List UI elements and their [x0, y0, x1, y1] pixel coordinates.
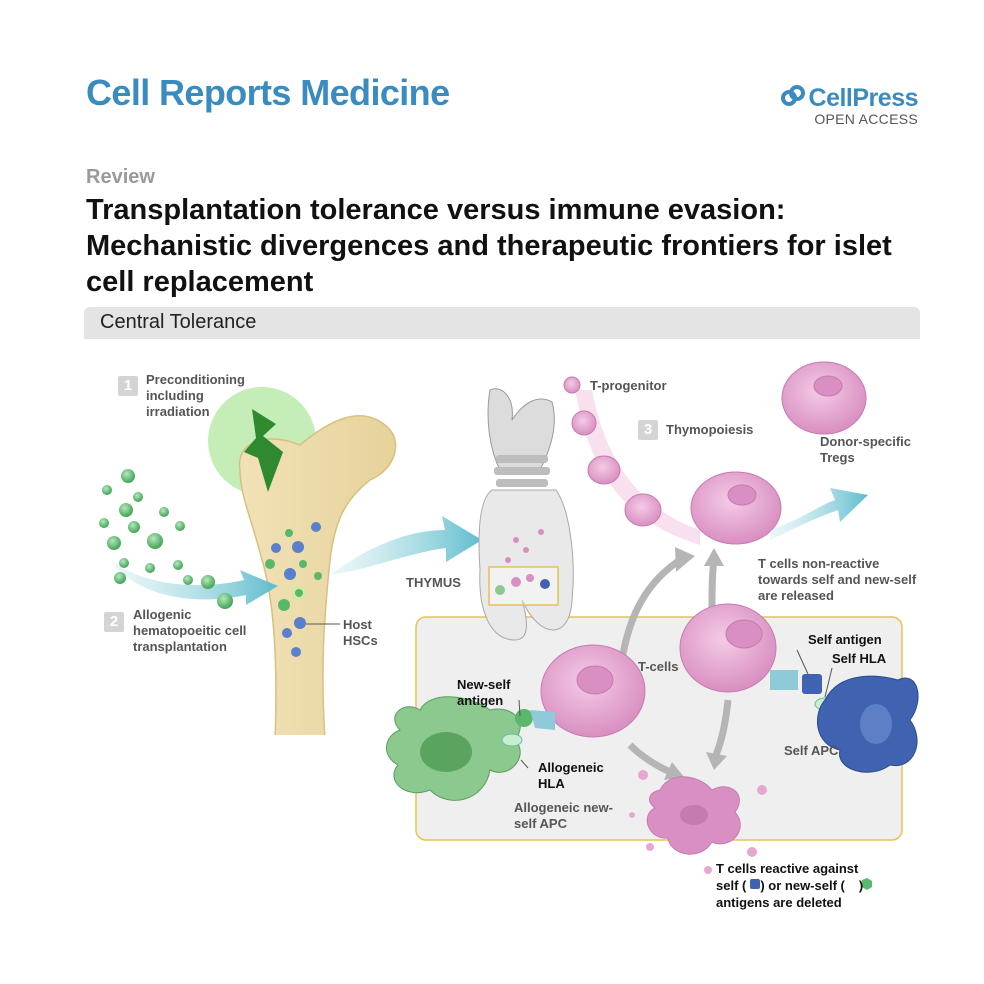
- t-cell-right: [679, 603, 777, 693]
- t-cell-left: [540, 644, 646, 738]
- t-progenitor-cells: [563, 376, 662, 527]
- journal-title: Cell Reports Medicine: [86, 72, 450, 113]
- host-hscs-label: Host HSCs: [343, 617, 378, 648]
- thymocyte-cell: [690, 471, 782, 545]
- panel-title: Central Tolerance: [100, 311, 257, 333]
- infusion-arrow: [110, 560, 278, 605]
- self-apc-label: Self APC: [784, 743, 839, 758]
- donor-hscs: [99, 469, 233, 609]
- deleted-label-line3: antigens are deleted: [716, 895, 842, 910]
- new-self-antigen-complex: [501, 709, 555, 747]
- grey-arrow-4: [712, 699, 732, 757]
- released-label: T cells non-reactive towards self and ne…: [758, 556, 917, 603]
- publisher-block: CellPress OPEN ACCESS: [780, 84, 919, 127]
- deleted-label-2c: ): [858, 878, 864, 893]
- thymus-label: THYMUS: [406, 575, 461, 590]
- article-title: Transplantation tolerance versus immune …: [86, 194, 892, 298]
- step-1-label: Preconditioning including irradiation: [146, 372, 245, 419]
- new-self-antigen-icon: [862, 878, 872, 890]
- grey-arrow-1: [618, 557, 682, 661]
- deleted-label-2a: self (: [716, 878, 747, 893]
- deleted-label-line1: T cells reactive against: [716, 861, 859, 876]
- deleted-label-2b: ) or new-self (: [760, 878, 845, 893]
- article-section: Review: [86, 166, 155, 188]
- apoptotic-t-cell: [629, 770, 767, 874]
- allogeneic-apc-label: Allogeneic new-self APC: [514, 800, 613, 831]
- new-self-antigen-label: New-self antigen: [457, 677, 511, 708]
- allogeneic-hla-label: Allogeneic HLA: [538, 760, 604, 791]
- donor-treg-cell: [781, 361, 867, 435]
- step-2-badge: 2: [104, 612, 124, 632]
- cellpress-logo-icon: [780, 84, 805, 113]
- publisher-name: CellPress: [808, 84, 919, 112]
- open-access-label: OPEN ACCESS: [814, 111, 918, 127]
- step-2-label: Allogenic hematopoeitic cell transplanta…: [133, 607, 247, 654]
- grey-arrow-3: [627, 742, 672, 776]
- thymus-organ: [478, 388, 574, 641]
- step-3-badge: 3: [638, 420, 658, 440]
- self-hla-label: Self HLA: [832, 651, 887, 666]
- grey-arrow-2: [708, 559, 718, 611]
- t-progenitor-label: T-progenitor: [590, 378, 667, 393]
- step-3-label: Thymopoiesis: [666, 422, 754, 437]
- panel-header: Central Tolerance: [84, 307, 920, 339]
- bone-to-thymus-arrow: [330, 516, 482, 575]
- t-cells-label: T-cells: [638, 659, 679, 674]
- self-antigen-icon: [750, 879, 760, 889]
- step-1-badge: 1: [118, 376, 138, 396]
- host-hscs: [265, 522, 322, 657]
- deleted-label-line2: self ( ) or new-self (): [716, 878, 863, 894]
- self-antigen-label: Self antigen: [808, 632, 882, 647]
- release-arrow: [770, 488, 868, 540]
- lightning-bolt-icon: [244, 409, 283, 492]
- donor-tregs-label: Donor-specific Tregs: [820, 434, 912, 465]
